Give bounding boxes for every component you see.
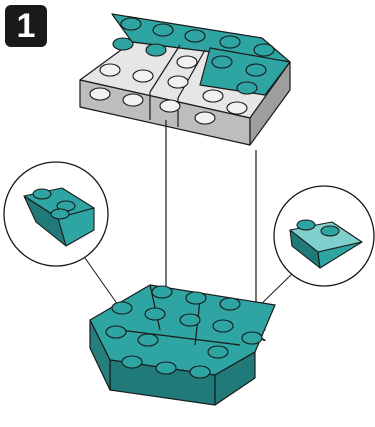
- bottom-studs: [105, 285, 263, 379]
- top-studs-teal: [112, 17, 275, 95]
- step-number-badge: 1: [5, 5, 47, 47]
- top-studs-white: [89, 55, 248, 125]
- left-callout: [3, 161, 119, 306]
- step-number: 1: [16, 7, 36, 45]
- slope-brick-2x2-icon: [23, 187, 95, 247]
- slope-brick-2x2-icon: [289, 219, 363, 269]
- right-callout: [249, 185, 375, 316]
- bottom-assembly: [89, 284, 276, 406]
